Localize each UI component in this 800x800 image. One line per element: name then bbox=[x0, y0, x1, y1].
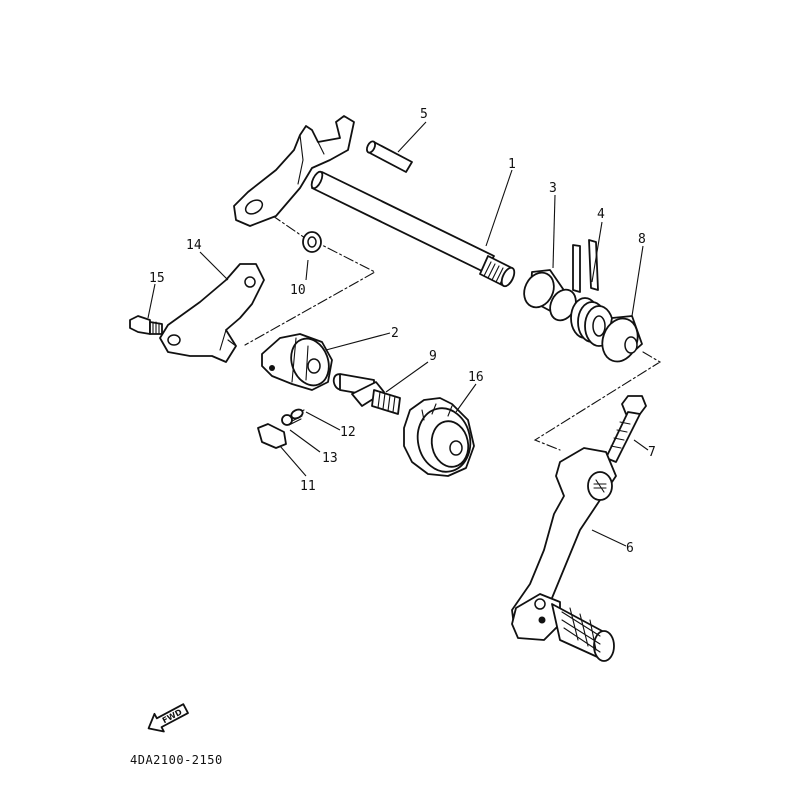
shift-drum-cam-part-16[interactable] bbox=[403, 397, 476, 477]
forward-direction-arrow-icon: FWD bbox=[147, 703, 189, 733]
bolt-part-15[interactable] bbox=[129, 315, 163, 335]
callout-12: 12 bbox=[340, 425, 356, 440]
ball-part-13[interactable] bbox=[281, 414, 293, 426]
callout-8: 8 bbox=[638, 232, 646, 247]
callout-9: 9 bbox=[429, 349, 437, 364]
stopper-plate-part-14[interactable] bbox=[159, 263, 265, 363]
callout-11: 11 bbox=[300, 479, 316, 494]
callout-15: 15 bbox=[149, 271, 165, 286]
callout-labels: 5 1 3 4 8 10 14 15 2 9 16 12 13 11 7 6 bbox=[149, 107, 656, 556]
torsion-spring-part-4[interactable] bbox=[570, 239, 614, 347]
callout-10: 10 bbox=[290, 283, 306, 298]
callout-14: 14 bbox=[186, 238, 202, 253]
washer-part-10[interactable] bbox=[302, 231, 322, 253]
callout-5: 5 bbox=[420, 107, 428, 122]
pinch-bolt-part-7[interactable] bbox=[605, 395, 647, 463]
callout-1: 1 bbox=[508, 157, 516, 172]
collar-part-3[interactable] bbox=[519, 268, 581, 325]
callout-16: 16 bbox=[468, 370, 484, 385]
shift-cam-segment-part-2[interactable] bbox=[261, 333, 335, 391]
callout-3: 3 bbox=[549, 181, 557, 196]
callout-7: 7 bbox=[648, 445, 656, 460]
diagram-code: 4DA2100-2150 bbox=[130, 753, 223, 767]
shift-shaft-part-1[interactable] bbox=[233, 115, 517, 288]
callout-6: 6 bbox=[626, 541, 634, 556]
dowel-pin-part-5[interactable] bbox=[365, 140, 413, 173]
callout-2: 2 bbox=[391, 326, 399, 341]
collar-part-8[interactable] bbox=[597, 314, 644, 367]
leader-lines bbox=[147, 121, 649, 547]
callout-13: 13 bbox=[322, 451, 338, 466]
shift-pedal-part-6[interactable] bbox=[511, 447, 617, 662]
stopper-key-part-11[interactable] bbox=[257, 423, 287, 449]
pivot-bolt-part-9[interactable] bbox=[332, 372, 401, 415]
callout-4: 4 bbox=[597, 207, 605, 222]
